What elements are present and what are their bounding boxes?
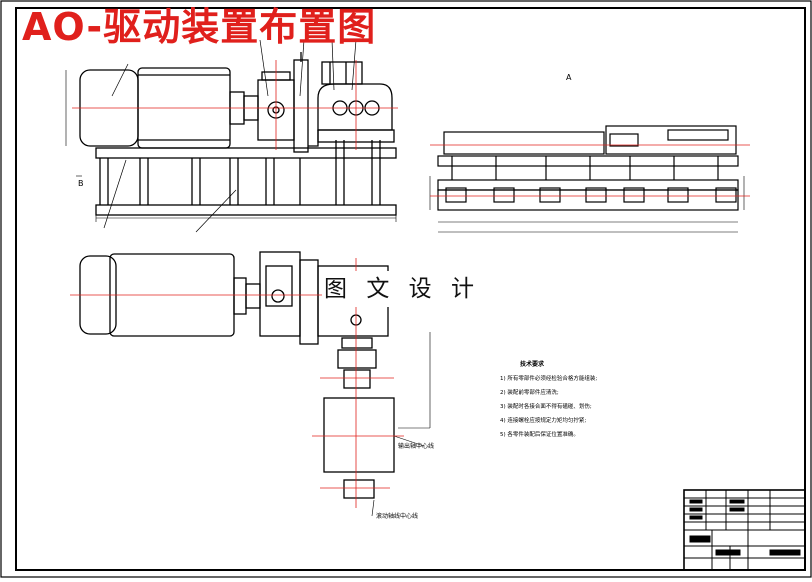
- view-label-a: A: [566, 73, 572, 82]
- side-rail-top: [437, 155, 739, 167]
- callout-output-centerline: 输出轴中心线: [398, 442, 434, 450]
- plan-coupling: [337, 349, 377, 369]
- side-housing: [605, 125, 737, 155]
- watermark: 图 文 设 计: [322, 271, 482, 307]
- callout-roller-centerline: 滚动轴线中心线: [376, 512, 418, 520]
- side-shaft-cover: [443, 131, 605, 155]
- gearbox: [317, 83, 393, 131]
- note-3: 3) 装配时各接合面不得有磕碰、划伤;: [500, 402, 592, 410]
- side-view-centerlines: [430, 144, 750, 197]
- note-5: 5) 各零件装配后保证位置准确。: [500, 430, 579, 438]
- note-2: 2) 装配前零部件应清洗;: [500, 388, 559, 396]
- title-block: [683, 489, 806, 571]
- note-4: 4) 连接螺栓应按规定力矩均匀拧紧;: [500, 416, 586, 424]
- drawing-title: AO-驱动装置布置图: [22, 5, 377, 49]
- front-view-centerlines: [72, 60, 398, 150]
- technical-notes: 技术要求 1) 所有零部件必须经检验合格方能组装; 2) 装配前零部件应清洗; …: [500, 360, 597, 438]
- drawing-frame: [15, 7, 806, 571]
- note-1: 1) 所有零部件必须经检验合格方能组装;: [500, 374, 597, 382]
- side-view: [429, 125, 745, 233]
- base-frame-top: [95, 147, 397, 159]
- plan-drum: [323, 397, 395, 473]
- base-frame-bottom: [95, 204, 397, 216]
- view-label-b: B: [78, 179, 84, 188]
- notes-heading: 技术要求: [520, 360, 545, 368]
